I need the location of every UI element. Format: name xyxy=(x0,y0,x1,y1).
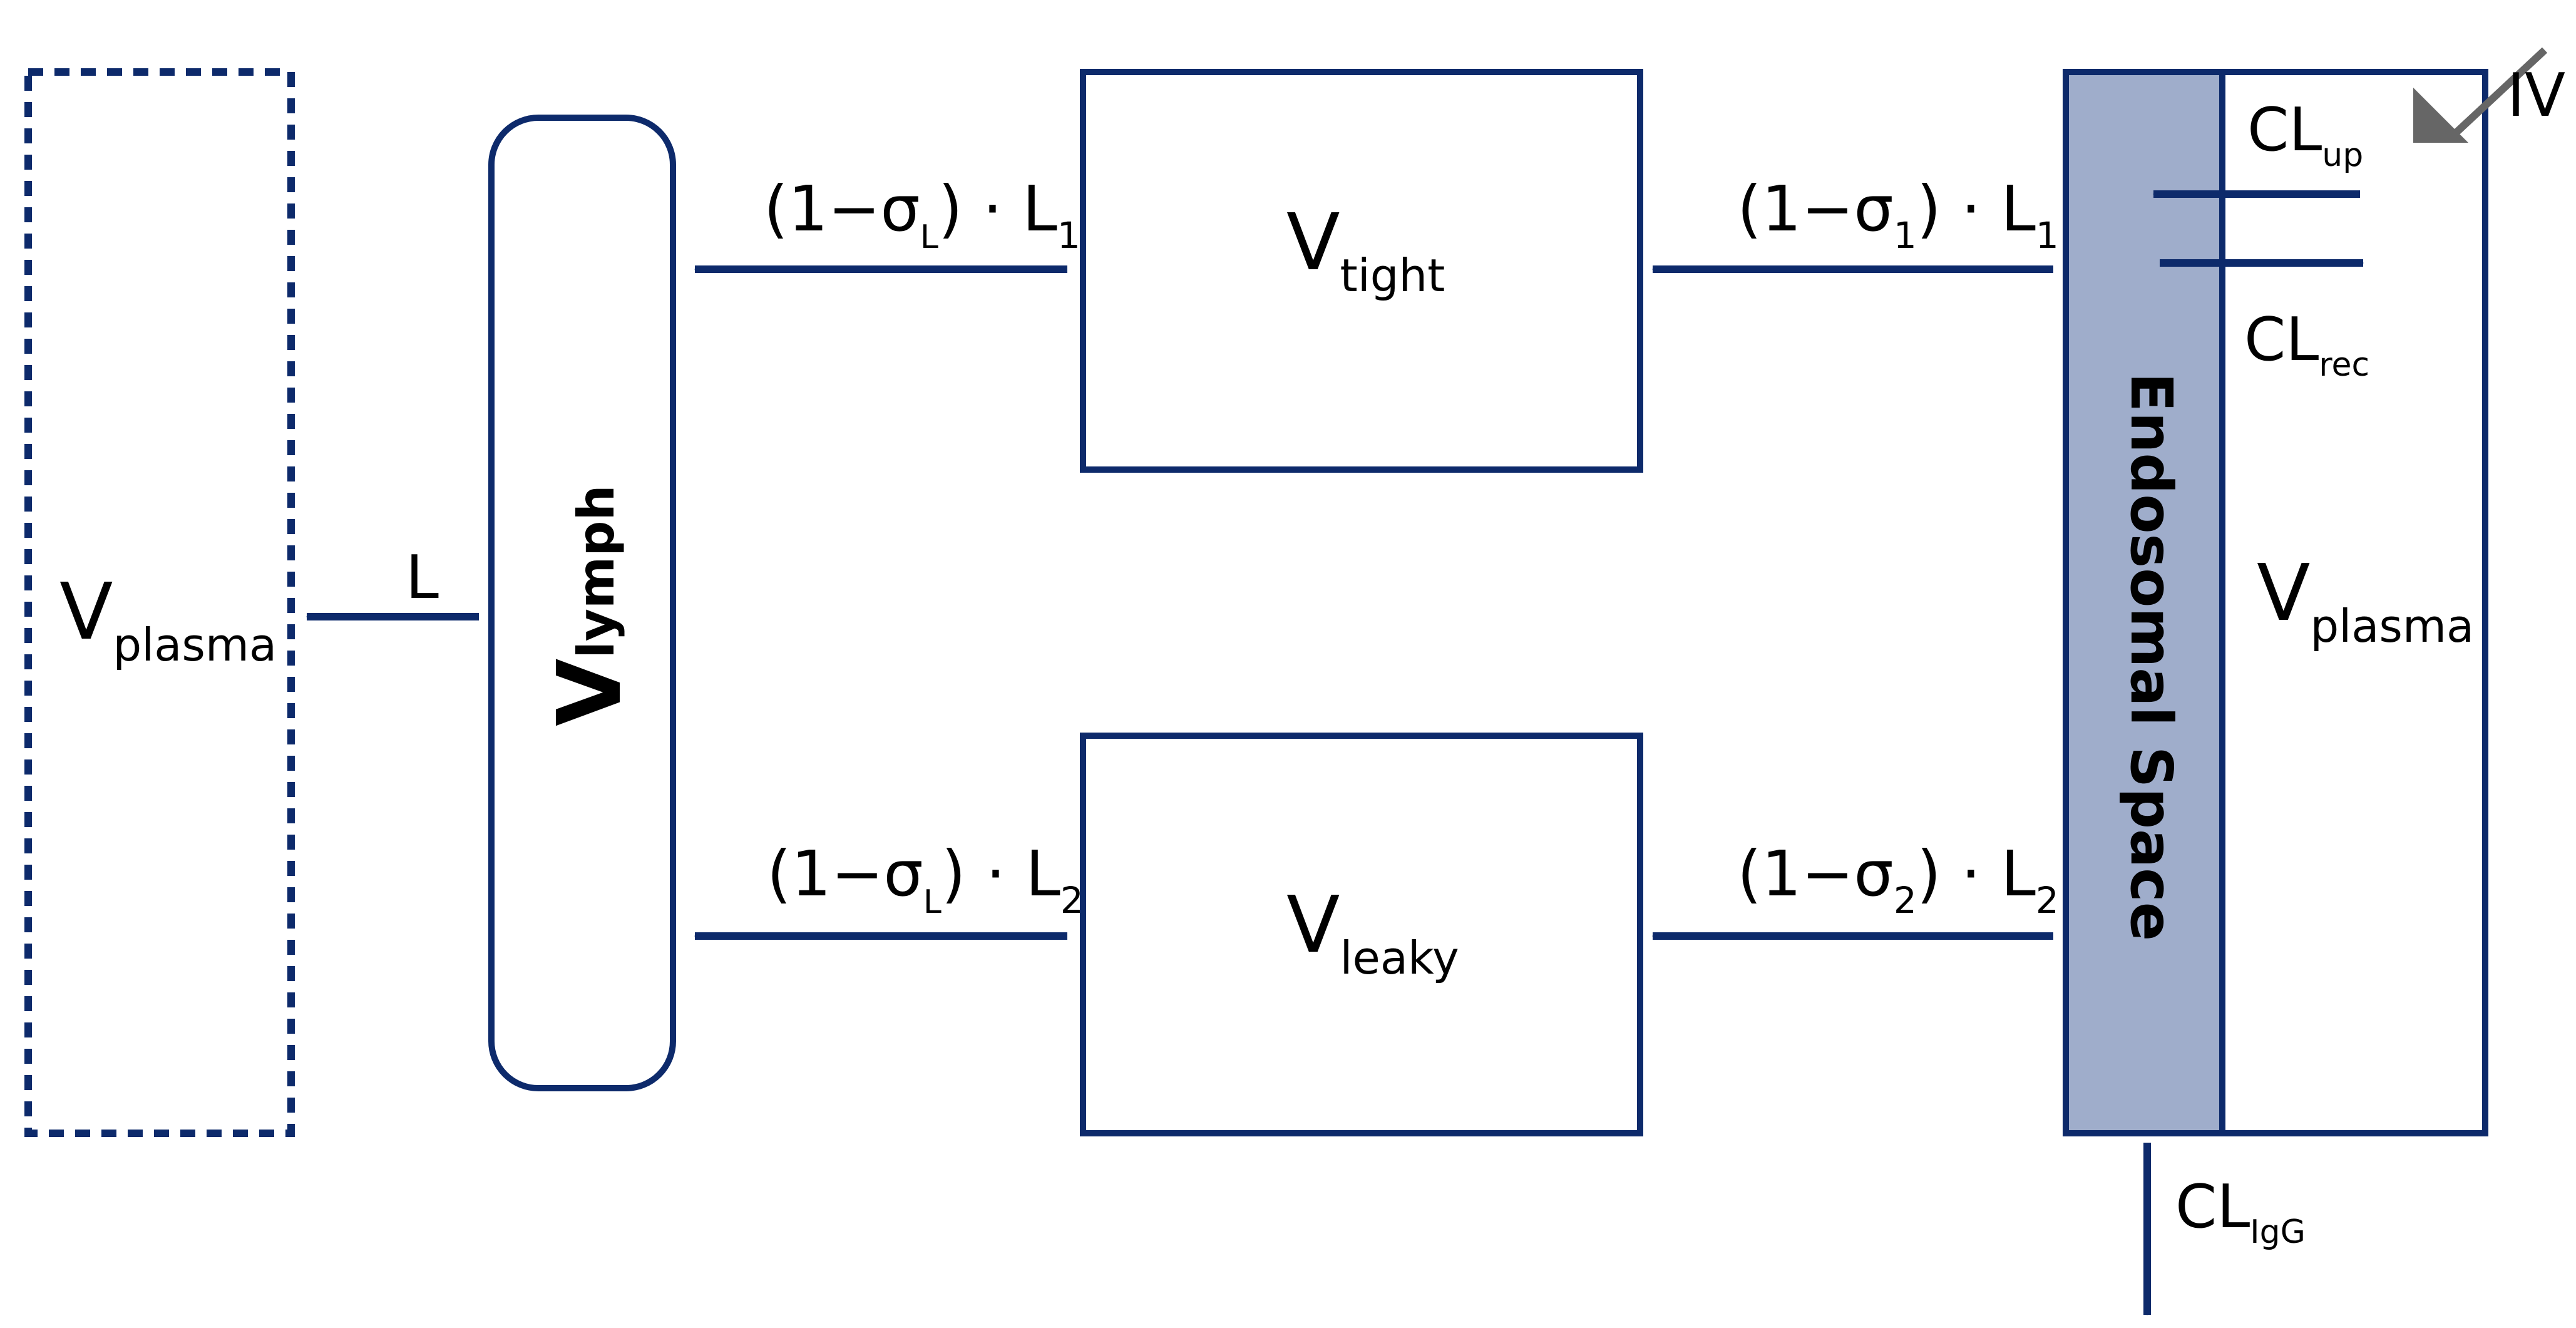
endosomal-space-label: Endosomal Space xyxy=(2118,373,2185,941)
leaky-label: Vleaky xyxy=(1286,880,1459,984)
flow-label-leaky-to-lymph: (1−σL) · L2 xyxy=(767,837,1084,922)
lymph-label: Vlymph xyxy=(539,485,641,726)
flow-label-tight-to-lymph: (1−σL) · L1 xyxy=(764,172,1080,257)
lymph-box xyxy=(488,115,676,1091)
plasma-right-label: Vplasma xyxy=(2257,548,2474,652)
arrow-iv xyxy=(2451,47,2548,138)
plasma-left-box xyxy=(24,68,295,1137)
tight-box xyxy=(1080,69,1643,473)
flow-label-uptake: CLup xyxy=(2247,96,2363,174)
flow-label-plasma-to-leaky: (1−σ2) · L2 xyxy=(1737,837,2059,922)
leaky-box xyxy=(1080,733,1643,1136)
flow-label-igg: CLIgG xyxy=(2175,1173,2306,1251)
arrow-iv-head xyxy=(2413,88,2468,143)
flow-label-recycling: CLrec xyxy=(2244,306,2369,384)
plasma-left-label: Vplasma xyxy=(59,567,277,671)
flow-label-plasma-to-tight: (1−σ1) · L1 xyxy=(1737,172,2059,257)
flow-label-L: L xyxy=(406,543,439,612)
tight-label: Vtight xyxy=(1286,197,1445,302)
iv-label: IV xyxy=(2507,61,2565,130)
endosomal-space-box xyxy=(2063,69,2225,1136)
